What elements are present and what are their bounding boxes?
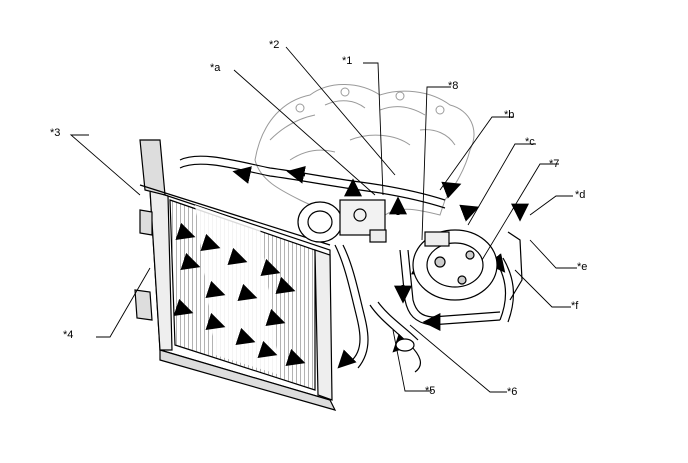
- callout-a: *a: [210, 62, 221, 74]
- callout-1: *1: [342, 55, 353, 67]
- condenser: [134, 139, 337, 411]
- upper-unit: [297, 199, 387, 243]
- callout-c: *c: [525, 136, 535, 148]
- airflow-arrows: [173, 222, 306, 366]
- callout-f: *f: [571, 300, 579, 312]
- callout-d: *d: [575, 189, 586, 201]
- callout-b: *b: [504, 109, 515, 121]
- callout-4: *4: [63, 329, 74, 341]
- callout-3: *3: [50, 127, 61, 139]
- callout-6: *6: [507, 386, 518, 398]
- leader-lines: [69, 46, 577, 393]
- callout-7: *7: [549, 158, 560, 170]
- callout-8: *8: [448, 80, 459, 92]
- callout-5: *5: [425, 385, 436, 397]
- lower-hoses: [369, 301, 422, 373]
- callout-2: *2: [269, 39, 280, 51]
- compressor: [412, 229, 498, 301]
- callout-e: *e: [577, 261, 588, 273]
